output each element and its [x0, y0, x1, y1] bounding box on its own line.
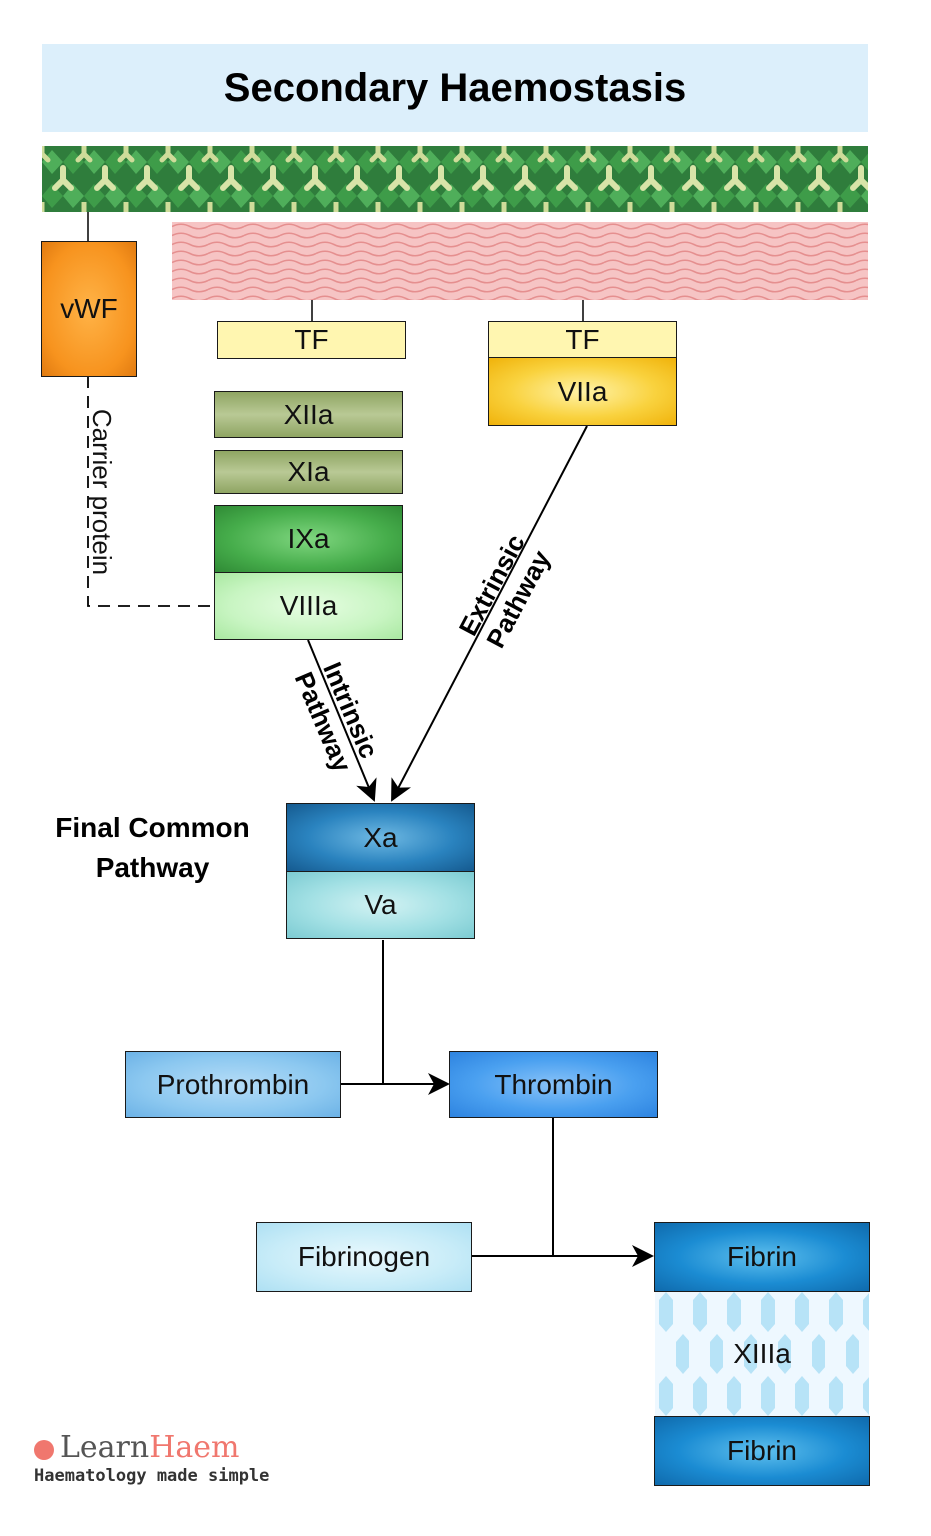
tf-intrinsic-box: TF: [217, 321, 406, 359]
ixa-viiia-complex: IXa VIIIa: [214, 505, 403, 640]
logo-part1: Learn: [60, 1430, 150, 1465]
fibrin-top-label: Fibrin: [726, 1241, 797, 1272]
fibrinogen-label: Fibrinogen: [297, 1241, 431, 1272]
extrinsic-arrow: [391, 425, 588, 802]
ixa-cell: IXa: [215, 506, 402, 573]
viia-label: VIIa: [557, 375, 608, 407]
thrombin-box: Thrombin: [449, 1051, 658, 1118]
xa-va-complex: Xa Va: [286, 803, 475, 939]
title-banner: Secondary Haemostasis: [42, 44, 868, 132]
prothrombin-label: Prothrombin: [156, 1068, 310, 1100]
logo-wordmark: LearnHaem: [60, 1430, 239, 1465]
vwf-label: vWF: [60, 293, 118, 324]
carrier-dashed-line: [87, 376, 214, 607]
viiia-label: VIIIa: [279, 590, 338, 621]
tf-extrinsic-label: TF: [565, 323, 600, 355]
ixa-label: IXa: [287, 523, 330, 554]
thrombin-label: Thrombin: [494, 1068, 613, 1100]
xiia-box: XIIa: [214, 391, 403, 438]
endothelium-layer: [42, 146, 868, 212]
subendothelium-layer: [172, 222, 868, 300]
final-common-pathway-label: Final Common Pathway: [40, 808, 265, 888]
final-line2: Pathway: [95, 852, 210, 883]
xiia-label: XIIa: [283, 398, 334, 430]
tf-viia-complex: TF VIIa: [488, 321, 677, 426]
xa-cell: Xa: [287, 804, 474, 872]
fibrin-bottom-label: Fibrin: [726, 1435, 797, 1466]
logo-tagline: Haematology made simple: [34, 1466, 270, 1486]
logo-part2: Haem: [149, 1430, 240, 1465]
va-cell: Va: [287, 872, 474, 938]
xa-label: Xa: [363, 821, 398, 853]
viiia-cell: VIIIa: [215, 573, 402, 639]
va-label: Va: [364, 889, 397, 920]
page-title: Secondary Haemostasis: [223, 65, 687, 110]
fibrin-bottom-box: Fibrin: [654, 1416, 870, 1486]
xiiia-label-wrap: XIIIa: [655, 1330, 869, 1378]
fibrinogen-box: Fibrinogen: [256, 1222, 472, 1292]
tf-extrinsic-cell: TF: [489, 322, 676, 358]
learnhaem-logo: LearnHaem Haematology made simple: [30, 1430, 270, 1490]
xiiia-mesh: [655, 1292, 869, 1416]
xia-box: XIa: [214, 450, 403, 494]
logo-dot-icon: [34, 1440, 54, 1460]
xia-label: XIa: [287, 456, 330, 487]
vwf-box: vWF: [41, 241, 137, 377]
xiiia-label: XIIIa: [733, 1338, 791, 1369]
intrinsic-arrow: [307, 639, 377, 802]
carrier-protein-text: Carrier protein: [87, 408, 117, 576]
fibrin-top-box: Fibrin: [654, 1222, 870, 1292]
prothrombin-box: Prothrombin: [125, 1051, 341, 1118]
carrier-protein-label: Carrier protein: [85, 407, 119, 577]
viia-cell: VIIa: [489, 358, 676, 425]
final-line1: Final Common: [55, 812, 250, 843]
tf-intrinsic-label: TF: [294, 324, 329, 355]
